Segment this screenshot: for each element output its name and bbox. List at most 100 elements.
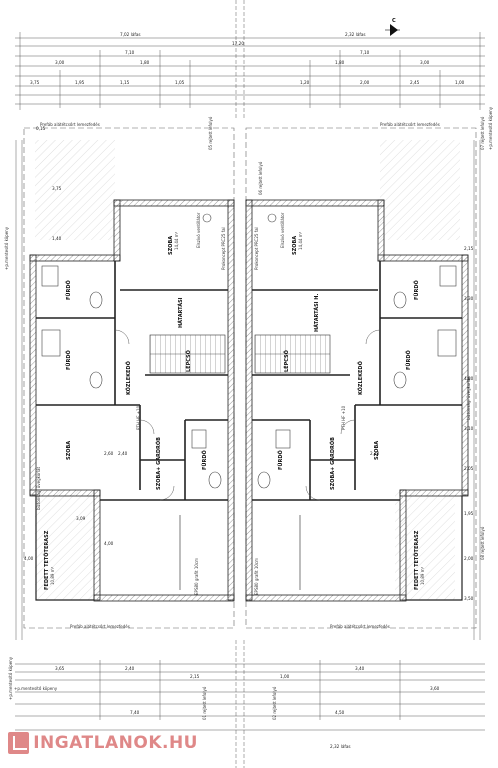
- dim-side-g: 2,00: [464, 556, 474, 561]
- dim-top-l: 2,00: [360, 80, 370, 85]
- room-gardrob-right: SZOBA+ GARDRÓB: [329, 437, 336, 490]
- note-rejtett-07: 07 rejtett lefolyó: [480, 116, 485, 150]
- dim-side-l: 0,15: [36, 126, 46, 131]
- note-rejtett-08: 08 rejtett lefolyó: [480, 526, 485, 560]
- dim-top-e: 3,00: [420, 60, 430, 65]
- dim-bottom-e: 3,40: [355, 666, 365, 671]
- side-dimension-chains: [15, 140, 481, 640]
- section-marker: C: [385, 18, 400, 36]
- note-kopeny-bottom-right: +p.mentesítő köpeny: [14, 686, 58, 691]
- note-prefab-bottom-left: Prefáb alátétcsőrt lemezfedés: [70, 624, 130, 629]
- dim-bottom-f: 7,40: [130, 710, 140, 715]
- bottom-dimension-chain: [15, 640, 485, 768]
- note-kopeny-left: +p.mentesítő köpeny: [4, 226, 9, 270]
- room-kozlekedo-right: KÖZLEKEDŐ: [357, 361, 364, 395]
- dim-top-left-half: 7,02 láfas: [120, 32, 141, 37]
- dim-side-i: 2,60: [104, 451, 114, 456]
- top-dimension-chain: [15, 0, 485, 120]
- dim-side-h: 4,00: [24, 556, 34, 561]
- dim-top-a: 7,10: [125, 50, 135, 55]
- note-biztonsagi-right: biztonsági üvegkorlát: [466, 377, 471, 420]
- dim-bottom-b: 2,40: [125, 666, 135, 671]
- room-lepcso-right: LÉPCSŐ: [282, 350, 290, 372]
- dim-bottom-c: 2,15: [190, 674, 200, 679]
- dim-bottom-h: 3,60: [430, 686, 440, 691]
- dim-h-d: 4,00: [104, 541, 114, 546]
- dim-bottom-a: 3,65: [55, 666, 65, 671]
- area-szoba-top-right: 14,44 m²: [298, 231, 303, 250]
- room-furdo-left-mid: FÜRDŐ: [65, 350, 72, 370]
- dim-top-d: 1,80: [140, 60, 150, 65]
- room-furdo-right-mid: FÜRDŐ: [405, 350, 412, 370]
- watermark-logo: INGATLANOK.HU: [8, 732, 198, 754]
- room-furdo-center-right: FÜRDŐ: [277, 450, 284, 470]
- dim-side-a: 2,15: [464, 246, 474, 251]
- dim-h-b: 1,40: [52, 236, 62, 241]
- dim-side-f: 1,95: [464, 511, 474, 516]
- dim-bottom-g: 4,50: [335, 710, 345, 715]
- note-ptr-left: PTH HF +10: [136, 405, 141, 430]
- area-terasz-left: 10,89 m²: [50, 566, 55, 585]
- area-szoba-top-left: 14,44 m²: [174, 231, 179, 250]
- note-prokoncept-top-left: Prokoncept PRC25 fal: [221, 227, 226, 270]
- stairs: [149, 334, 331, 374]
- sanitary-fixtures: [41, 213, 457, 489]
- note-prefab-top-left: Prefáb alátétcsőrt lemezfedés: [40, 122, 100, 127]
- note-biztonsagi-left: biztonsági üvegkorlát: [36, 467, 41, 510]
- note-kopeny-bottom-left: +p.mentesítő köpeny: [8, 656, 13, 700]
- dim-side-b: 3,30: [464, 296, 474, 301]
- room-gardrob-left: SZOBA+ GARDRÓB: [155, 437, 162, 490]
- room-lepcso-left: LÉPCSŐ: [184, 350, 192, 372]
- dim-h-e: 3,09: [76, 516, 86, 521]
- dim-bottom-d: 1,00: [280, 674, 290, 679]
- room-terasz-right: FEDETT TETŐTERASZ: [413, 530, 420, 590]
- dim-top-g: 3,75: [30, 80, 40, 85]
- dim-side-d: 3,10: [464, 426, 474, 431]
- room-furdo-left-top: FÜRDŐ: [65, 280, 72, 300]
- dim-top-k: 1,20: [300, 80, 310, 85]
- dim-h-c: 2,40: [118, 451, 128, 456]
- interior-walls: [36, 261, 462, 501]
- note-eps80-right: EPS80 grafit 10cm: [254, 558, 259, 595]
- note-ptr-right: PTH HF +10: [341, 405, 346, 430]
- note-prefab-top-right: Prefáb alátétcsőrt lemezfedés: [380, 122, 440, 127]
- note-rejtett-02: 02 rejtett lefolyó: [272, 686, 277, 720]
- room-hataratasi-right: HÁTARTÁSI H.: [313, 294, 320, 332]
- dim-top-i: 1,15: [120, 80, 130, 85]
- room-furdo-right-top: FÜRDŐ: [413, 280, 420, 300]
- dim-top-h: 1,95: [75, 80, 85, 85]
- exterior-walls: [29, 199, 469, 602]
- section-marker-label: C: [392, 18, 396, 24]
- dim-h-a: 3,75: [52, 186, 62, 191]
- note-kopeny-right: +p.mentesítő köpeny: [488, 106, 493, 150]
- dim-side-j: 2,10: [370, 451, 380, 456]
- dim-side-k: 3,50: [464, 596, 474, 601]
- dim-top-half: 2,32 láfas: [345, 32, 366, 37]
- note-vent-right: Elszívó ventillátor: [280, 212, 285, 248]
- note-vent-left: Elszívó ventillátor: [196, 212, 201, 248]
- dim-top-c: 3,00: [55, 60, 65, 65]
- dim-bottom-total: 2,32 láfas: [330, 744, 351, 749]
- room-szoba-mid-left: SZOBA: [66, 441, 72, 460]
- terrace-railings: [35, 496, 463, 601]
- room-szoba-mid-right: SZOBA: [374, 441, 380, 460]
- dim-top-f: 1,80: [335, 60, 345, 65]
- dim-side-c: 4,80: [464, 376, 474, 381]
- note-rejtett-01: 01 rejtett lefolyó: [202, 686, 207, 720]
- room-terasz-left: FEDETT TETŐTERASZ: [43, 530, 50, 590]
- dim-top-b: 7,10: [360, 50, 370, 55]
- dim-top-n: 1,00: [455, 80, 465, 85]
- dim-top-j: 1,05: [175, 80, 185, 85]
- note-rejtett-06: 06 rejtett lefolyó: [258, 161, 263, 195]
- note-prefab-bottom-right: Prefáb alátétcsőrt lemezfedés: [330, 624, 390, 629]
- room-hataratasi-left: HÁTARTÁSI: [177, 297, 184, 328]
- note-prokoncept-top-right: Prokoncept PRC25 fal: [254, 227, 259, 270]
- note-eps80-left: EPS80 grafit 10cm: [194, 558, 199, 595]
- house-icon: [8, 732, 30, 754]
- door-swings: [114, 329, 381, 501]
- room-furdo-center-left: FÜRDŐ: [201, 450, 208, 470]
- room-szoba-top-right: SZOBA: [292, 236, 298, 255]
- watermark-text: INGATLANOK.HU: [33, 733, 198, 753]
- dim-side-e: 2,05: [464, 466, 474, 471]
